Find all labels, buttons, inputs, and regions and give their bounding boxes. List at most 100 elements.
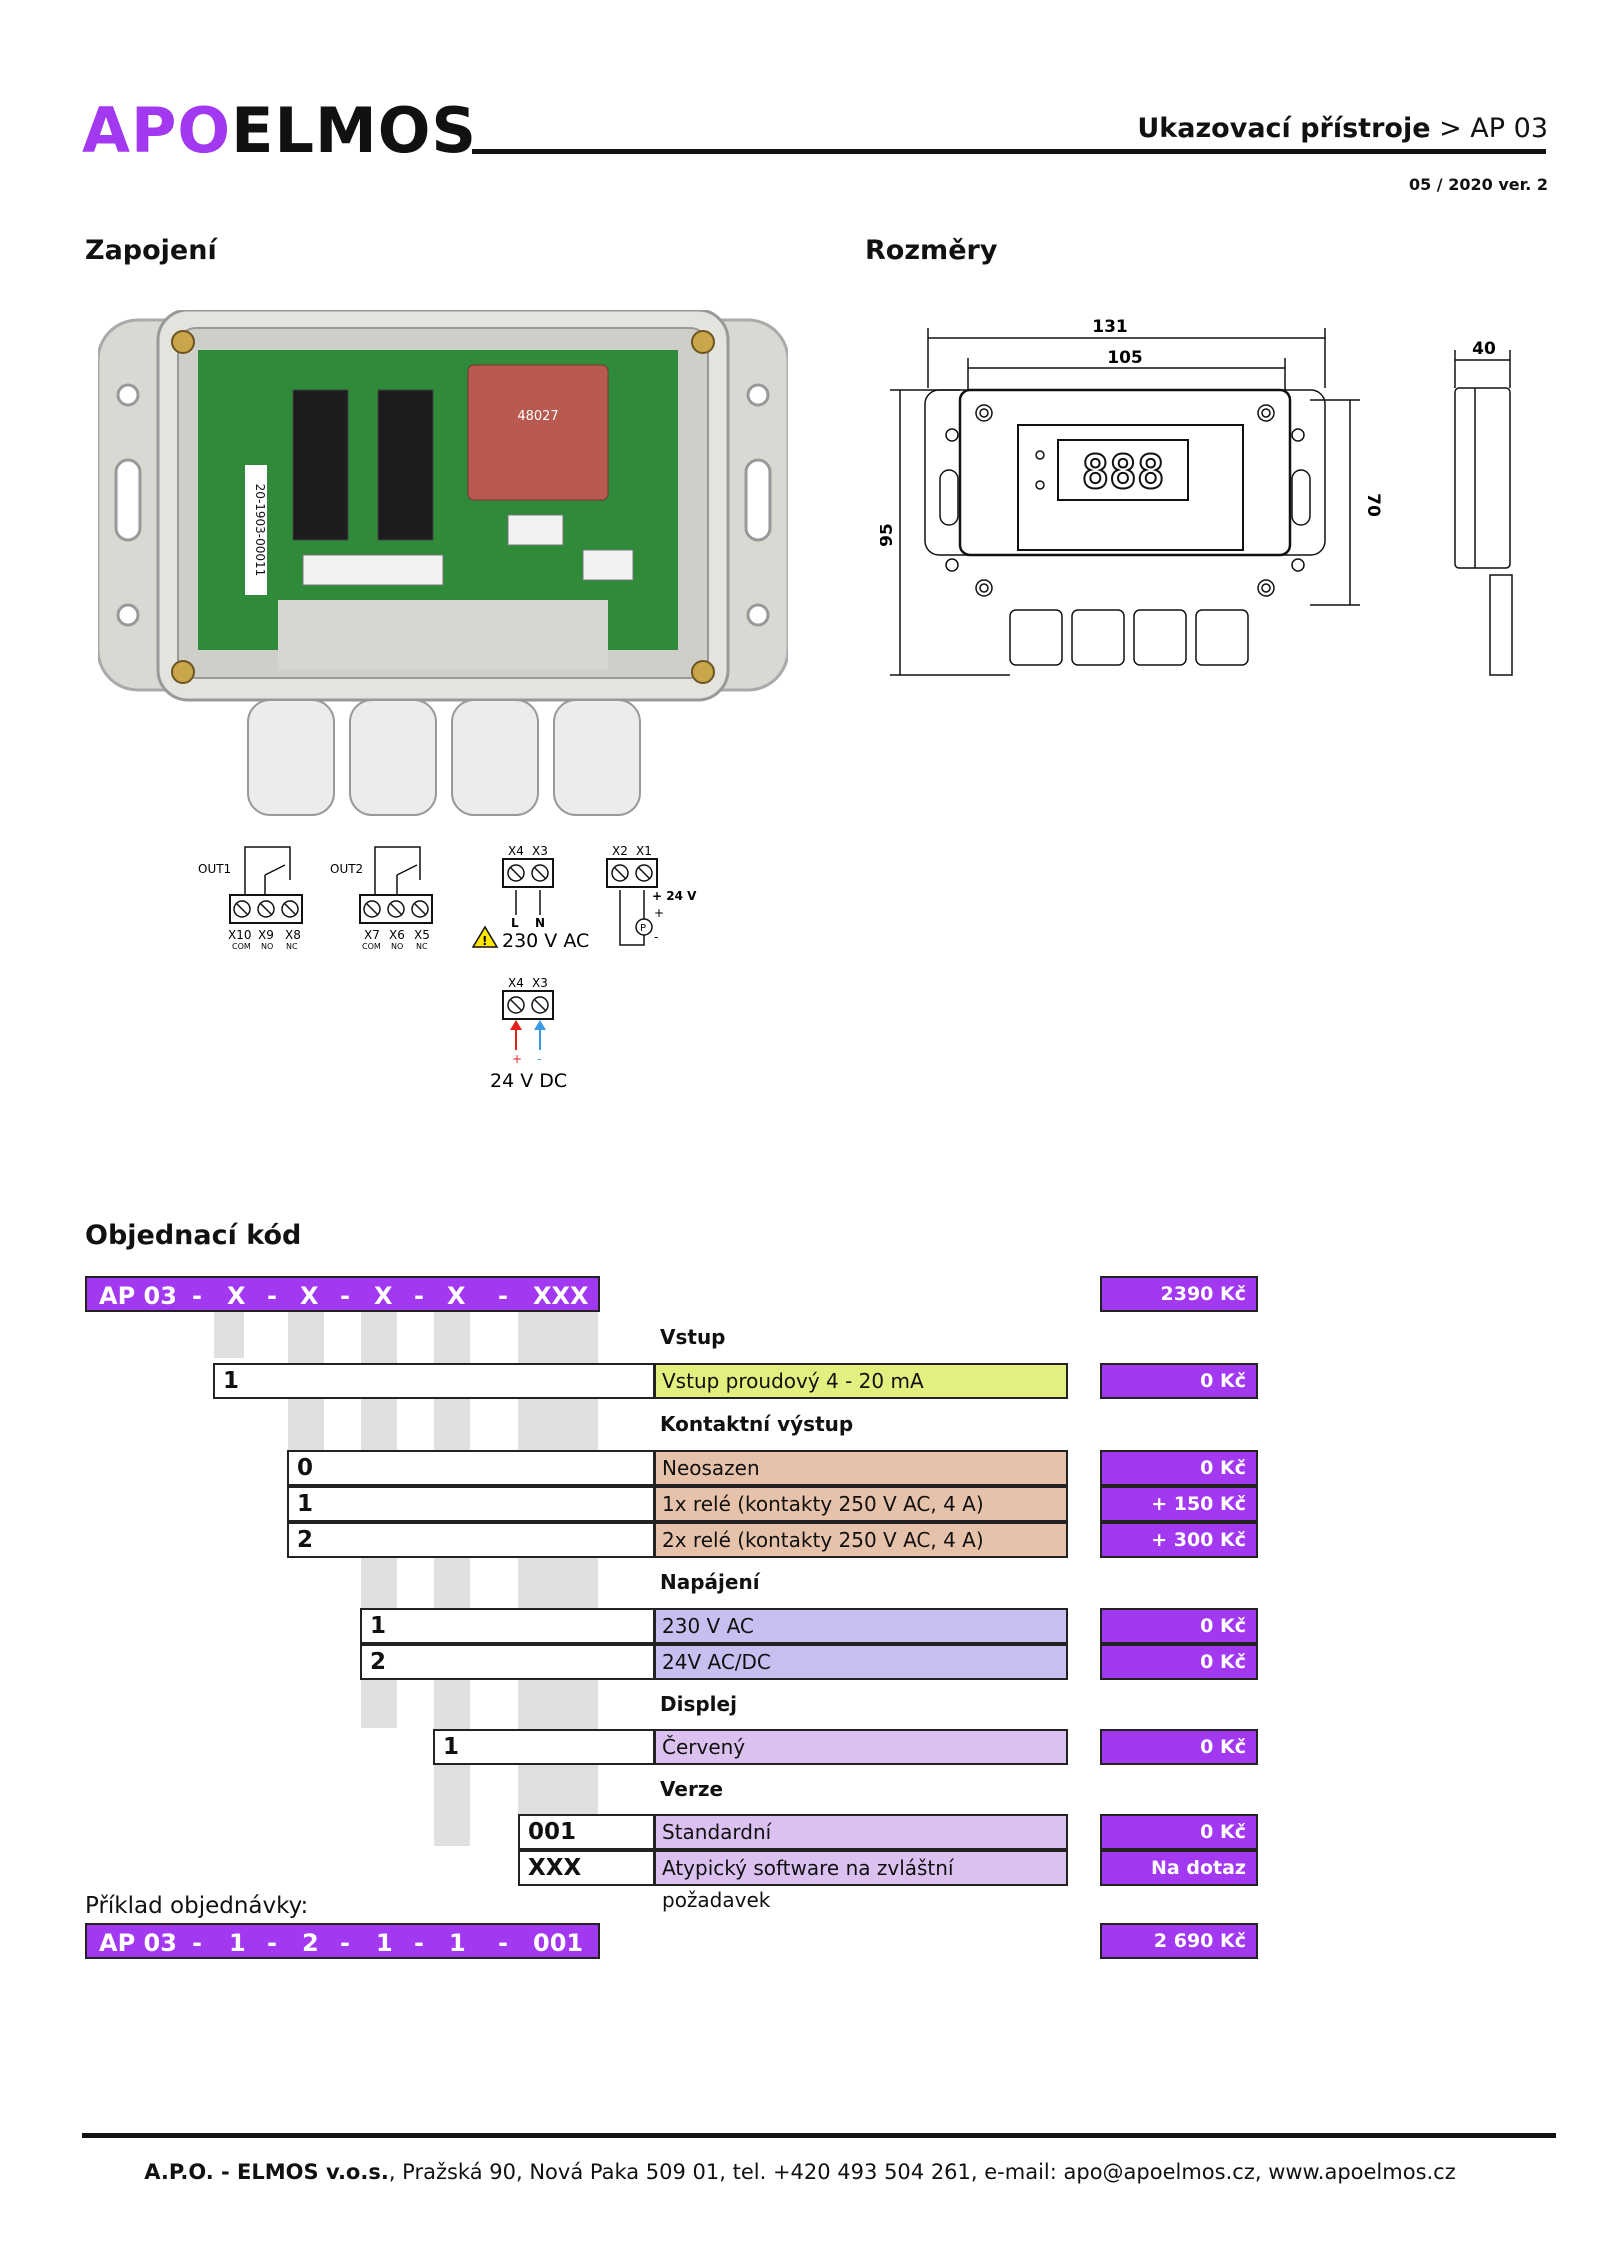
voltage-230-label: 230 V AC — [502, 930, 589, 952]
dim-width-105: 105 — [1107, 348, 1143, 368]
example-part-output: 2 — [302, 1929, 319, 1957]
row-price: 0 Kč — [1100, 1814, 1258, 1850]
version-label: 05 / 2020 ver. 2 — [1408, 175, 1548, 194]
sensor-p: P — [640, 923, 646, 934]
serial-label: 20-1903-00011 — [253, 484, 267, 577]
terminal-x8: X8 — [285, 928, 301, 942]
example-part-version: 001 — [533, 1929, 584, 1957]
example-sep: - — [267, 1929, 277, 1957]
code-sep: - — [498, 1282, 508, 1310]
group-kontakt: Kontaktní výstup — [660, 1412, 854, 1436]
row-price: 0 Kč — [1100, 1608, 1258, 1644]
footer-address: , Pražská 90, Nová Paka 509 01, tel. +42… — [388, 2160, 1456, 2184]
terminal-x3-dc: X3 — [532, 976, 548, 990]
row-code: 2 — [360, 1644, 655, 1680]
section-wiring-title: Zapojení — [85, 235, 217, 266]
guide-col-1 — [214, 1312, 244, 1358]
dim-width-131: 131 — [1092, 317, 1128, 337]
code-part-output: X — [300, 1282, 319, 1310]
terminal-x4-dc: X4 — [508, 976, 524, 990]
plus-24v-label: + 24 V — [652, 889, 697, 903]
footer-contact: A.P.O. - ELMOS v.o.s., Pražská 90, Nová … — [0, 2160, 1600, 2184]
header-title-bold: Ukazovací přístroje — [1137, 113, 1431, 144]
row-code: 2 — [287, 1522, 655, 1558]
row-desc: 24V AC/DC — [654, 1644, 1068, 1680]
section-order-title: Objednací kód — [85, 1220, 302, 1251]
dimensions-drawing: 131 105 40 95 70 888 — [880, 317, 1513, 676]
row-code: 1 — [213, 1363, 655, 1399]
example-label: Příklad objednávky: — [85, 1893, 309, 1919]
example-part-input: 1 — [229, 1929, 246, 1957]
terminal-x10: X10 — [228, 928, 252, 942]
row-desc: Červený — [654, 1729, 1068, 1765]
example-part-power: 1 — [376, 1929, 393, 1957]
logo-elmos: ELMOS — [231, 94, 478, 167]
row-price: 0 Kč — [1100, 1450, 1258, 1486]
header-title-rest: > AP 03 — [1430, 113, 1548, 144]
row-code: 1 — [287, 1486, 655, 1522]
terminal-x4: X4 — [508, 844, 524, 858]
example-code-bar: AP 03 - 1 - 2 - 1 - 1 - 001 — [85, 1923, 600, 1959]
out2-label: OUT2 — [330, 862, 363, 876]
row-desc: Vstup proudový 4 - 20 mA — [654, 1363, 1068, 1399]
code-sep: - — [267, 1282, 277, 1310]
example-part-model: AP 03 — [99, 1929, 177, 1957]
company-logo: APOELMOS — [82, 100, 477, 162]
header-title: Ukazovací přístroje > AP 03 — [1137, 113, 1548, 144]
row-desc: Neosazen — [654, 1450, 1068, 1486]
code-sep: - — [414, 1282, 424, 1310]
base-price: 2390 Kč — [1100, 1276, 1258, 1312]
row-code: XXX — [518, 1850, 655, 1886]
example-part-display: 1 — [449, 1929, 466, 1957]
label-n: N — [535, 916, 545, 930]
code-part-input: X — [227, 1282, 246, 1310]
label-nc-2: NC — [416, 942, 428, 951]
code-part-power: X — [374, 1282, 393, 1310]
terminal-x1: X1 — [636, 844, 652, 858]
row-price: + 150 Kč — [1100, 1486, 1258, 1522]
header-rule — [472, 149, 1546, 154]
example-price: 2 690 Kč — [1100, 1923, 1258, 1959]
row-desc: 1x relé (kontakty 250 V AC, 4 A) — [654, 1486, 1068, 1522]
logo-apo: APO — [82, 94, 232, 167]
row-desc: Standardní — [654, 1814, 1068, 1850]
row-desc: 2x relé (kontakty 250 V AC, 4 A) — [654, 1522, 1068, 1558]
dc-minus: - — [537, 1052, 541, 1066]
terminal-x7: X7 — [364, 928, 380, 942]
group-displej: Displej — [660, 1692, 737, 1716]
dim-height-95: 95 — [880, 523, 897, 547]
terminal-x2: X2 — [612, 844, 628, 858]
display-digits: 888 — [1081, 445, 1164, 499]
group-napajeni: Napájení — [660, 1570, 760, 1594]
label-no-1: NO — [261, 942, 273, 951]
row-desc: Atypický software na zvláštní požadavek — [654, 1850, 1068, 1912]
footer-company: A.P.O. - ELMOS v.o.s. — [144, 2160, 389, 2184]
example-sep: - — [192, 1929, 202, 1957]
dim-depth-40: 40 — [1472, 339, 1496, 359]
label-com-1: COM — [232, 942, 251, 951]
row-code: 1 — [433, 1729, 655, 1765]
code-part-model: AP 03 — [99, 1282, 177, 1310]
warning-icon — [471, 925, 499, 948]
terminal-x5: X5 — [414, 928, 430, 942]
row-price: + 300 Kč — [1100, 1522, 1258, 1558]
label-com-2: COM — [362, 942, 381, 951]
row-price: 0 Kč — [1100, 1363, 1258, 1399]
terminal-x3: X3 — [532, 844, 548, 858]
dim-height-70: 70 — [1363, 493, 1383, 517]
svg-text:!: ! — [482, 934, 487, 948]
out1-label: OUT1 — [198, 862, 231, 876]
dc-plus: + — [512, 1052, 522, 1066]
code-part-version: XXX — [533, 1282, 589, 1310]
example-sep: - — [498, 1929, 508, 1957]
terminal-x6: X6 — [389, 928, 405, 942]
sensor-minus: - — [654, 930, 658, 944]
code-sep: - — [340, 1282, 350, 1310]
order-code-bar: AP 03 - X - X - X - X - XXX — [85, 1276, 600, 1312]
sensor-plus: + — [654, 906, 664, 920]
label-no-2: NO — [391, 942, 403, 951]
module-label: 48027 — [517, 409, 558, 424]
example-sep: - — [340, 1929, 350, 1957]
group-verze: Verze — [660, 1777, 724, 1801]
group-vstup: Vstup — [660, 1325, 726, 1349]
